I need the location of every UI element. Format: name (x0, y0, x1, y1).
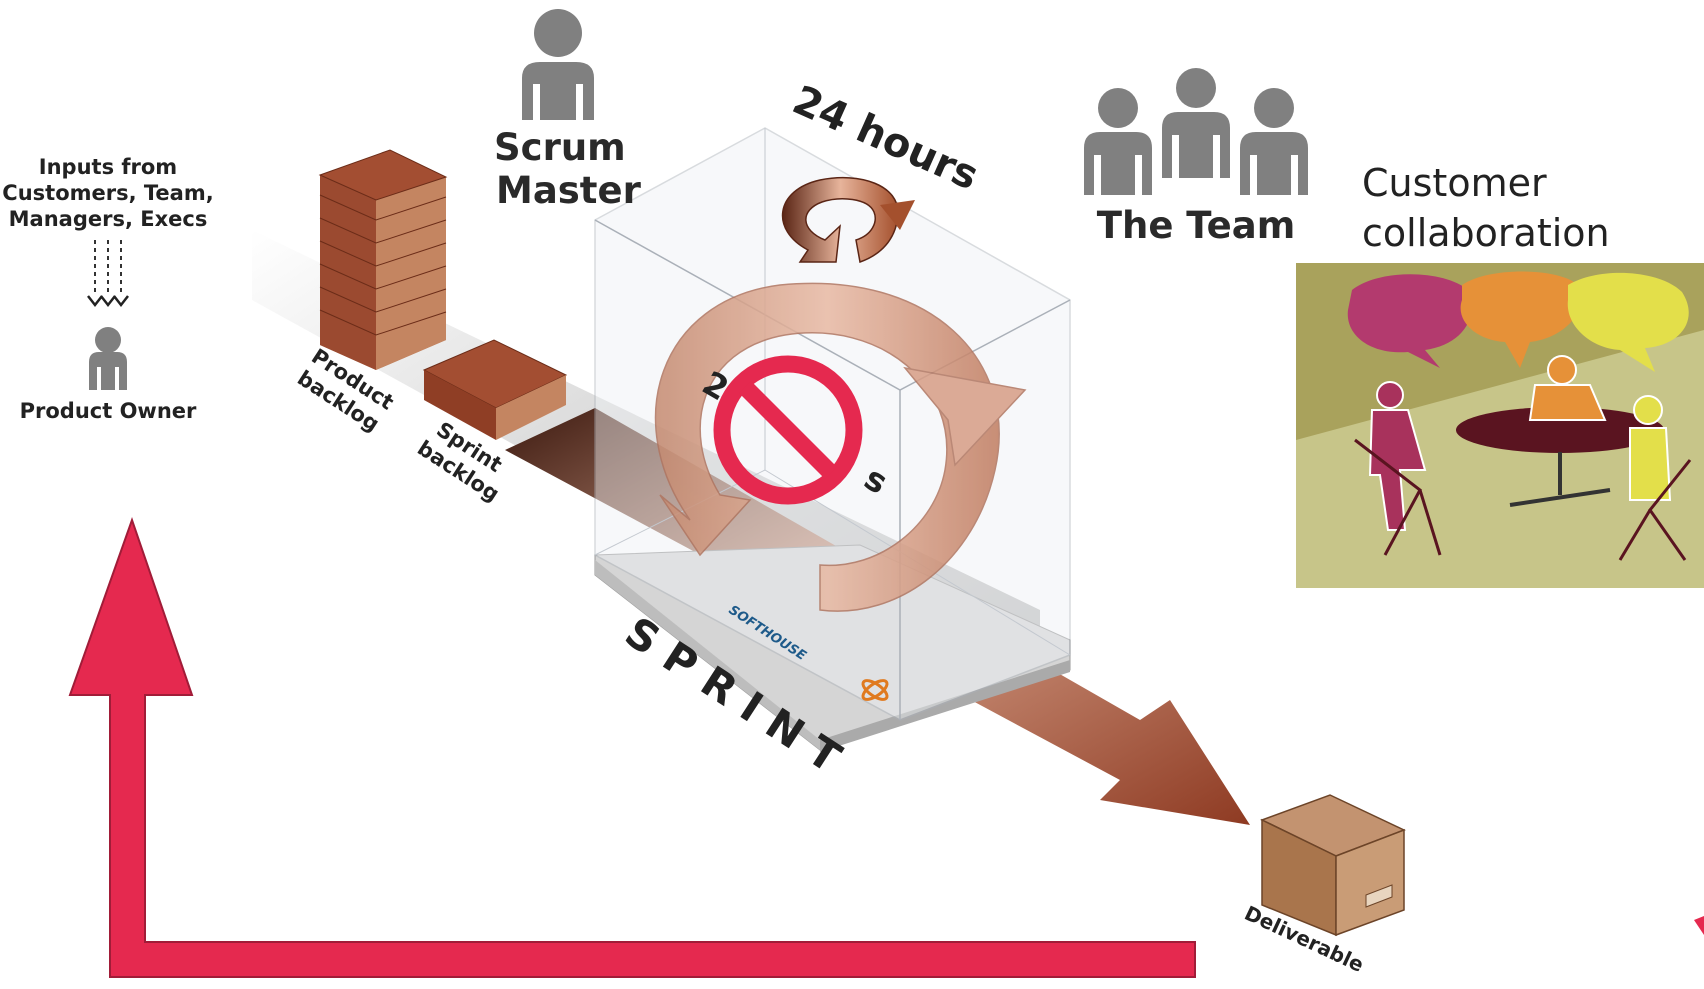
customer-collaboration-line1: Customer (1362, 161, 1547, 205)
scrum-master-line2: Master (496, 169, 642, 212)
feedback-loop-arrow (68, 516, 1196, 978)
scrum-master-line1: Scrum (494, 126, 626, 169)
inputs-line1: Inputs from (39, 155, 177, 179)
customer-collaboration-illustration (1296, 263, 1704, 588)
inputs-line3: Managers, Execs (9, 207, 208, 231)
team-people-icon (1084, 68, 1308, 195)
sprint-platform (594, 544, 1071, 752)
sprint-cycle-loop (654, 282, 1027, 612)
edge-arrow-fragment (1694, 916, 1704, 935)
customer-collaboration-line2: collaboration (1362, 211, 1610, 255)
team-label: The Team (1097, 204, 1296, 247)
customer-collaboration-title: Customer collaboration (1362, 158, 1610, 258)
down-arrow-icons (87, 295, 129, 308)
daily-cycle-loop (781, 176, 915, 263)
product-owner-person-icon (89, 327, 127, 390)
scrum-master-person-icon (522, 9, 594, 120)
prohibited-sign-icon (713, 355, 863, 505)
inputs-line2: Customers, Team, (2, 181, 213, 205)
product-backlog-stack (318, 149, 448, 370)
brand-logo-icon (861, 679, 889, 701)
sprint-backlog-brick (422, 339, 568, 440)
inputs-dotted-arrows (94, 240, 122, 296)
deliverable-box-icon (1260, 794, 1406, 937)
product-owner-label: Product Owner (20, 399, 197, 423)
